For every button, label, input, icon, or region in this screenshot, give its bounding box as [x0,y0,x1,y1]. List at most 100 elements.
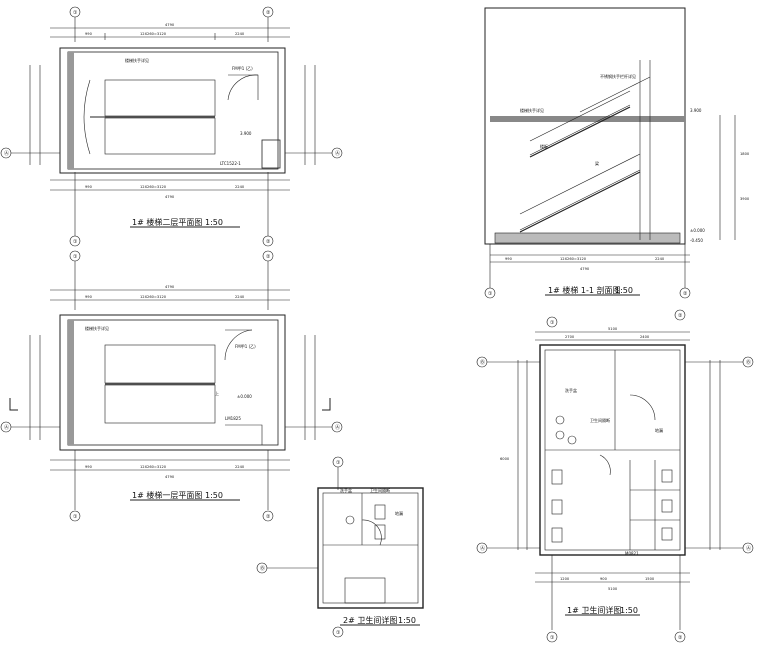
dimension-text: 12X260=3120 [560,257,587,261]
note-text: 卫生间隔断 [370,487,390,493]
note-text: 洗手盆 [340,487,352,493]
dimension-text: 990 [505,257,513,261]
dimension-text: 4790 [580,267,590,271]
dimension-text: 990 [85,185,93,189]
dimension-text: 2240 [655,257,665,261]
dimension-text: 4790 [165,195,175,199]
note-text: 卫生间隔断 [590,417,610,423]
axis-label: Ⓑ [260,565,265,572]
axis-label: Ⓑ [746,359,751,366]
drawing-title: 1# 卫生间详图 [567,605,621,615]
fixture [345,515,355,525]
dimension-text: 6000 [500,457,510,461]
dimension-text: 4790 [165,285,175,289]
axis-marker [674,631,686,643]
note-text: 3.900 [690,108,702,113]
axis-label: ② [266,10,271,16]
axis-label: ② [266,239,271,245]
axis-marker [69,235,81,247]
axis-label: Ⓐ [480,545,485,552]
axis-label: ① [550,635,555,641]
dimension-text: 2400 [640,335,650,339]
axis-marker [69,510,81,522]
dimension-text: 12X260=3120 [140,465,167,469]
toilet1-plan [476,309,754,643]
note-text: FM甲1 (乙) [232,65,253,71]
dimension-text: 5100 [608,327,618,331]
dimension-text: 12X260=3120 [140,32,167,36]
note-text: 上 [215,390,219,396]
dimension-text: 2240 [235,465,245,469]
dimension-text: 990 [85,295,93,299]
dimension-text: 900 [600,577,608,581]
axis-marker [674,309,686,321]
drawing-title: 1# 楼梯二层平面图 [132,217,202,227]
axis-label: ① [488,291,493,297]
axis-label: ② [683,291,688,297]
dimension-text: 12X260=3120 [140,185,167,189]
dimension-text: 990 [85,32,93,36]
drawing-scale: 1:50 [205,491,223,500]
dimension-text: 2240 [235,32,245,36]
dimension-text: 2240 [235,185,245,189]
axis-label: ② [678,635,683,641]
axis-label: ① [73,10,78,16]
axis-label: ① [336,460,341,466]
axis-label: ① [550,320,555,326]
note-text: ±0.000 [690,228,705,233]
note-text: M0821 [625,551,639,556]
axis-marker [484,287,496,299]
dimension-text: 4790 [165,23,175,27]
stair-section [484,7,736,299]
axis-label: Ⓐ [4,424,9,431]
axis-label: Ⓐ [746,545,751,552]
axis-label: ① [73,254,78,260]
stair-floor2-plan [0,6,343,247]
axis-label: ② [266,254,271,260]
note-text: 地漏 [655,427,663,433]
axis-label: ② [266,514,271,520]
axis-label: ① [336,630,341,636]
stair-floor1-plan [0,250,343,522]
fixture [555,415,565,425]
note-text: 楼梯扶手详见 [520,107,544,113]
note-text: 3.900 [240,131,252,136]
axis-label: ① [73,239,78,245]
dimension-text: 990 [85,465,93,469]
axis-label: Ⓐ [335,150,340,157]
drawing-title: 2# 卫生间详图 [343,615,397,625]
dimension-text: 2240 [235,295,245,299]
note-text: LM1825 [225,416,241,421]
drawing-scale: 1:50 [615,286,633,295]
axis-label: ① [73,514,78,520]
dimension-text: 3900 [740,197,750,201]
dimension-text: 1800 [740,152,750,156]
axis-marker [679,287,691,299]
axis-marker [332,626,344,638]
dimension-text: 5100 [608,587,618,591]
drawing-scale: 1:50 [620,606,638,615]
note-text: ±0.000 [237,394,252,399]
axis-marker [262,510,274,522]
note-text: 洗手盆 [565,387,577,393]
note-text: 楼板 [540,143,548,149]
dimension-text: 4790 [165,475,175,479]
fixture [555,430,565,440]
note-text: 地漏 [395,510,403,516]
dimension-text: 2700 [565,335,575,339]
drawing-title: 1# 楼梯一层平面图 [132,490,202,500]
toilet2-plan [256,456,424,638]
fixture [567,435,577,445]
axis-marker [546,631,558,643]
axis-marker [546,316,558,328]
note-text: 不锈钢扶手栏杆详见 [600,73,636,79]
axis-label: Ⓐ [335,424,340,431]
axis-label: Ⓑ [480,359,485,366]
note-text: 楼梯扶手详见 [125,57,149,63]
dimension-text: 1200 [560,577,570,581]
axis-label: Ⓐ [4,150,9,157]
drawing-scale: 1:50 [398,616,416,625]
note-text: 楼梯扶手详见 [85,325,109,331]
